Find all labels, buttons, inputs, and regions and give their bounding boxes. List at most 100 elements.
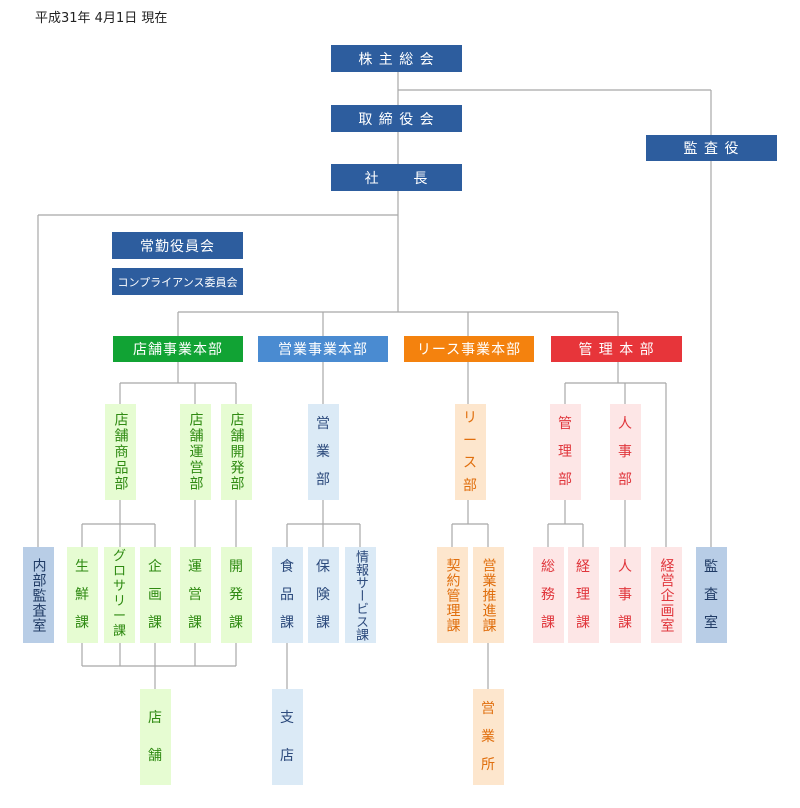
general-affairs-section-char: 総 xyxy=(541,558,556,575)
grocery-section: グ ロ サ リ ー 課 xyxy=(104,547,135,643)
store-development-dept: 店舗開発部 xyxy=(221,404,252,500)
sales-dept-char: 部 xyxy=(316,471,331,488)
operations-section: 運 営 課 xyxy=(180,547,211,643)
president-label-right: 長 xyxy=(413,170,429,187)
info-service-section-label: 情報サービス課 xyxy=(353,549,368,641)
auditor-box: 監 査 役 xyxy=(646,135,777,161)
fresh-section-char: 鮮 xyxy=(75,586,90,603)
personnel-section-char: 人 xyxy=(618,558,633,575)
fresh-section-char: 生 xyxy=(75,558,90,575)
grocery-section-char: グ xyxy=(112,549,126,565)
as-of-date: 平成31年 4月1日 現在 xyxy=(35,11,168,26)
stores-unit-char: 舗 xyxy=(148,747,163,764)
lease-division-box: リース事業本部 xyxy=(404,336,534,362)
sales-promo-section: 営業推進課 xyxy=(473,547,504,643)
executive-committee-box: 常勤役員会 xyxy=(112,232,243,259)
internal-audit-office: 内部監査室 xyxy=(23,547,54,643)
admin-dept-char: 理 xyxy=(558,443,573,460)
fresh-section: 生 鮮 課 xyxy=(67,547,98,643)
food-section-char: 食 xyxy=(280,558,295,575)
internal-audit-office-label: 内部監査室 xyxy=(30,557,47,633)
president-label-left: 社 xyxy=(364,170,380,187)
store-products-dept: 店舗商品部 xyxy=(105,404,136,500)
audit-office: 監 査 室 xyxy=(696,547,727,643)
lease-dept: リ ー ス 部 xyxy=(455,404,486,500)
grocery-section-char: リ xyxy=(112,594,126,609)
grocery-section-char: サ xyxy=(112,579,126,595)
operations-section-char: 営 xyxy=(188,586,203,603)
store-development-dept-label: 店舗開発部 xyxy=(228,412,245,492)
insurance-section: 保 険 課 xyxy=(308,547,339,643)
president-box: 社 長 xyxy=(331,164,462,191)
planning-section-char: 企 xyxy=(148,558,163,575)
development-section-char: 開 xyxy=(229,558,244,575)
development-section-char: 課 xyxy=(229,614,244,631)
insurance-section-char: 保 xyxy=(316,558,331,575)
shareholders-meeting-box: 株 主 総 会 xyxy=(331,45,462,72)
stores-unit-char: 店 xyxy=(148,710,163,727)
accounting-section-char: 経 xyxy=(576,558,591,575)
lease-dept-char: ス xyxy=(463,455,478,472)
grocery-section-char: 課 xyxy=(112,623,126,639)
store-division-box: 店舗事業本部 xyxy=(113,336,243,362)
corp-planning-office-label: 経営企画室 xyxy=(658,557,675,633)
branches-unit: 支 店 xyxy=(272,689,303,785)
contract-section-label: 契約管理課 xyxy=(444,557,461,633)
hr-dept-char: 人 xyxy=(618,415,633,432)
sales-promo-section-label: 営業推進課 xyxy=(480,557,497,633)
admin-division-box: 管 理 本 部 xyxy=(551,336,682,362)
personnel-section: 人 事 課 xyxy=(610,547,641,643)
grocery-section-char: ロ xyxy=(112,564,126,580)
personnel-section-char: 事 xyxy=(618,586,633,603)
planning-section-char: 課 xyxy=(148,614,163,631)
sales-division-box: 営業事業本部 xyxy=(258,336,388,362)
sales-offices-unit-char: 業 xyxy=(481,728,496,745)
accounting-section-char: 課 xyxy=(576,614,591,631)
stores-unit: 店 舗 xyxy=(140,689,171,785)
sales-dept: 営 業 部 xyxy=(308,404,339,500)
general-affairs-section-char: 課 xyxy=(541,614,556,631)
info-service-section: 情報サービス課 xyxy=(345,547,376,643)
food-section-char: 課 xyxy=(280,614,295,631)
admin-dept: 管 理 部 xyxy=(550,404,581,500)
store-products-dept-label: 店舗商品部 xyxy=(112,412,129,492)
store-operations-dept-label: 店舗運営部 xyxy=(187,412,204,492)
general-affairs-section: 総 務 課 xyxy=(533,547,564,643)
personnel-section-char: 課 xyxy=(618,614,633,631)
audit-office-char: 査 xyxy=(704,586,719,603)
development-section-char: 発 xyxy=(229,586,244,603)
sales-dept-char: 営 xyxy=(316,415,331,432)
development-section: 開 発 課 xyxy=(221,547,252,643)
store-operations-dept: 店舗運営部 xyxy=(180,404,211,500)
lease-dept-char: リ xyxy=(463,410,478,427)
operations-section-char: 課 xyxy=(188,614,203,631)
admin-dept-char: 管 xyxy=(558,415,573,432)
contract-section: 契約管理課 xyxy=(437,547,468,643)
insurance-section-char: 課 xyxy=(316,614,331,631)
audit-office-char: 監 xyxy=(704,558,719,575)
audit-office-char: 室 xyxy=(704,614,719,631)
sales-offices-unit: 営 業 所 xyxy=(473,689,504,785)
lease-dept-char: ー xyxy=(463,432,478,449)
grocery-section-char: ー xyxy=(112,608,126,624)
operations-section-char: 運 xyxy=(188,558,203,575)
accounting-section-char: 理 xyxy=(576,586,591,603)
food-section: 食 品 課 xyxy=(272,547,303,643)
fresh-section-char: 課 xyxy=(75,614,90,631)
board-of-directors-box: 取 締 役 会 xyxy=(331,105,462,132)
sales-offices-unit-char: 営 xyxy=(481,700,496,717)
sales-dept-char: 業 xyxy=(316,443,331,460)
hr-dept-char: 事 xyxy=(618,443,633,460)
food-section-char: 品 xyxy=(280,586,295,603)
planning-section-char: 画 xyxy=(148,586,163,603)
branches-unit-char: 店 xyxy=(280,747,295,764)
compliance-committee-box: コンプライアンス委員会 xyxy=(112,268,243,295)
planning-section: 企 画 課 xyxy=(140,547,171,643)
insurance-section-char: 険 xyxy=(316,586,331,603)
hr-dept: 人 事 部 xyxy=(610,404,641,500)
general-affairs-section-char: 務 xyxy=(541,586,556,603)
branches-unit-char: 支 xyxy=(280,710,295,727)
lease-dept-char: 部 xyxy=(463,477,478,494)
admin-dept-char: 部 xyxy=(558,471,573,488)
